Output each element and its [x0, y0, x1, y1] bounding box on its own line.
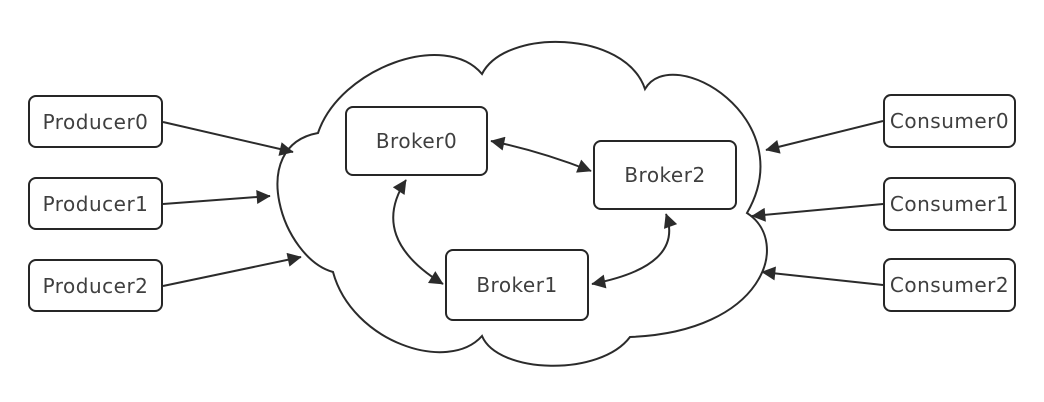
node-consumer0: Consumer0 [883, 94, 1016, 148]
edge-broker0-broker2 [490, 136, 592, 173]
edge-producer2-to-cluster [162, 252, 302, 287]
node-broker2-label: Broker2 [624, 163, 706, 187]
edge-producer1-to-cluster [162, 190, 271, 205]
node-producer2-label: Producer2 [42, 273, 149, 298]
node-producer0-label: Producer0 [42, 109, 149, 134]
edge-consumer0-to-cluster [765, 120, 884, 154]
edge-consumer2-to-cluster [761, 266, 884, 286]
node-consumer2: Consumer2 [883, 258, 1016, 312]
node-producer2: Producer2 [28, 259, 163, 312]
node-broker2: Broker2 [593, 140, 737, 210]
node-producer0: Producer0 [28, 95, 163, 148]
node-consumer2-label: Consumer2 [889, 273, 1010, 297]
edge-consumer1-to-cluster [751, 203, 884, 222]
node-consumer1: Consumer1 [883, 177, 1016, 231]
node-consumer1-label: Consumer1 [889, 192, 1010, 216]
edge-broker1-broker2 [591, 213, 678, 289]
node-broker1: Broker1 [445, 249, 589, 321]
node-broker0-label: Broker0 [375, 129, 458, 153]
node-producer1-label: Producer1 [42, 191, 149, 216]
edge-producer0-to-cluster [162, 121, 294, 156]
node-broker0: Broker0 [345, 106, 488, 176]
node-producer1: Producer1 [28, 177, 163, 230]
node-broker1-label: Broker1 [476, 273, 558, 297]
node-consumer0-label: Consumer0 [889, 109, 1010, 133]
edge-broker0-broker1 [392, 179, 444, 285]
